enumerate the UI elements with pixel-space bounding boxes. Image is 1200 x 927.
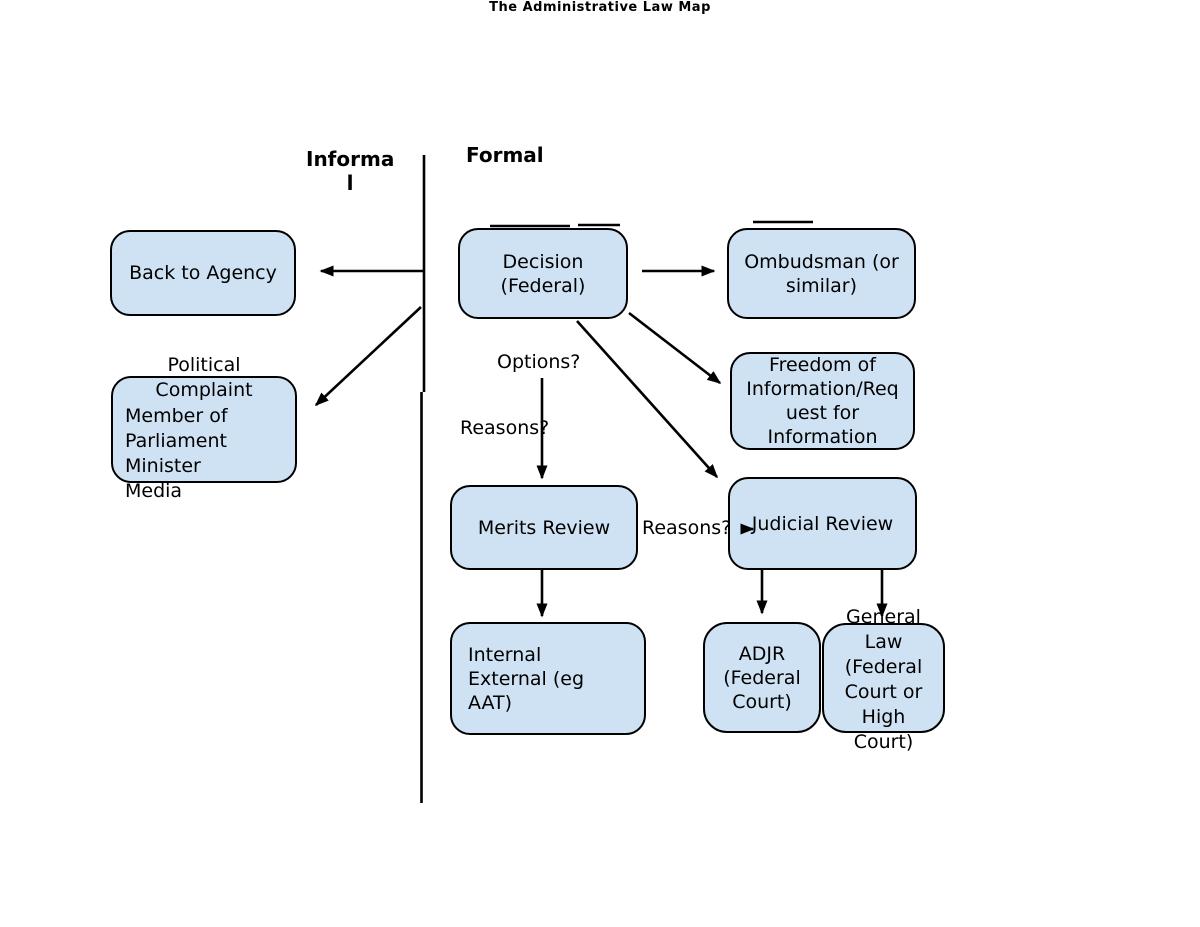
node-decision-federal-label: Decision (Federal)	[500, 250, 586, 297]
node-decision-federal: Decision (Federal)	[458, 228, 628, 319]
node-merits-review: Merits Review	[450, 485, 638, 570]
node-internal-external-aat-label: Internal External (eg AAT)	[468, 643, 585, 714]
node-adjr-federal-court-label: ADJR (Federal Court)	[723, 642, 801, 713]
informal-section-label: Informa l	[306, 147, 395, 195]
node-ombudsman: Ombudsman (or similar)	[727, 228, 916, 319]
node-internal-external-aat: Internal External (eg AAT)	[450, 622, 646, 735]
node-back-to-agency-label: Back to Agency	[129, 262, 277, 284]
node-political-complaint-label: Political Complaint	[155, 354, 253, 401]
label-reasons-judicial: Reasons?	[642, 517, 732, 539]
diagram-title: The Administrative Law Map	[489, 0, 711, 15]
node-back-to-agency: Back to Agency	[110, 230, 296, 316]
arrow-decision-to-judicial	[576, 320, 719, 479]
arrow-decision-to-foi	[628, 311, 722, 385]
node-political-complaint-list: Member of Parliament Minister Media	[125, 405, 228, 502]
node-ombudsman-label: Ombudsman (or similar)	[744, 250, 899, 297]
node-freedom-of-information-label: Freedom of Information/Req uest for Info…	[746, 354, 899, 448]
node-merits-review-label: Merits Review	[477, 516, 611, 539]
node-judicial-review-label: Judicial Review	[751, 512, 894, 535]
node-general-law	[822, 623, 945, 733]
node-political-complaint	[111, 376, 297, 483]
label-options: Options?	[497, 351, 581, 373]
arrow-to-political-complaint	[314, 306, 422, 407]
node-freedom-of-information: Freedom of Information/Req uest for Info…	[730, 352, 915, 450]
node-judicial-review: Judicial Review	[728, 477, 917, 570]
formal-section-label: Formal	[466, 143, 544, 167]
node-adjr-federal-court: ADJR (Federal Court)	[703, 622, 821, 733]
label-reasons-merits: Reasons?	[460, 417, 550, 439]
node-general-law-label: General Law (Federal Court or High Court…	[844, 606, 923, 753]
